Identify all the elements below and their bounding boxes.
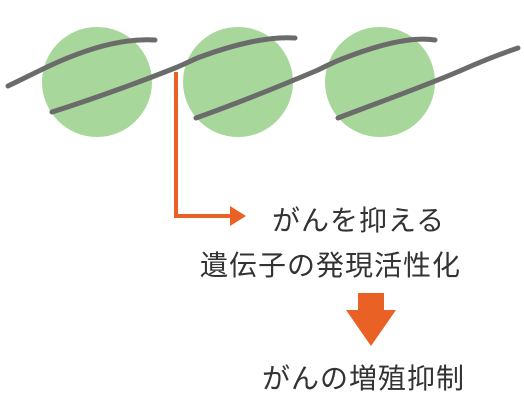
suppressor-genes-label-line1: がんを抑える: [272, 204, 446, 237]
dna-linker-right: [459, 45, 521, 73]
suppressor-genes-label-line2: 遺伝子の発現活性化: [200, 249, 462, 282]
dna-wrap-2-top: [197, 35, 298, 60]
dna-wrap-3-bottom: [335, 67, 465, 121]
dna-linker-left: [5, 59, 61, 89]
pointer-arrowhead: [230, 206, 246, 226]
pointer-line: [174, 72, 232, 218]
dna-wrap-1-bottom: [49, 65, 178, 115]
dna-wrap-1-top: [55, 37, 158, 65]
dna-wrap-2-bottom: [193, 67, 321, 121]
result-label: がんの増殖抑制: [262, 362, 466, 395]
activation-pointer: [174, 72, 246, 226]
dna-wrap-3-top: [339, 36, 438, 62]
down-arrow-shaft: [358, 293, 384, 311]
down-arrow: [346, 293, 396, 346]
down-arrow-head: [346, 310, 396, 346]
dna-strand: [5, 35, 521, 121]
